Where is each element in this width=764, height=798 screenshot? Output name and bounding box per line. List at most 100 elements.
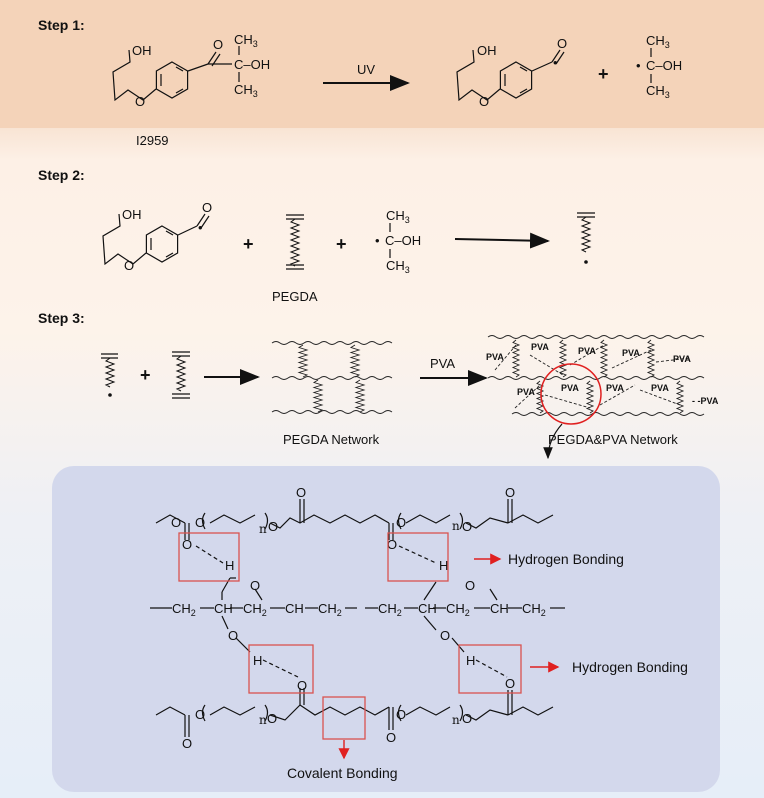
svg-text:O: O (182, 736, 192, 751)
svg-text:CH: CH (418, 601, 437, 616)
plus-sign-step1: + (598, 64, 609, 84)
svg-text:CH: CH (285, 601, 304, 616)
svg-text:O: O (268, 519, 278, 534)
h-bond-box-3 (248, 644, 314, 694)
svg-text:O: O (195, 515, 205, 530)
h-bond-box-1 (178, 532, 240, 582)
svg-text:CH2: CH2 (318, 601, 342, 618)
svg-text:PVA: PVA (622, 348, 640, 358)
svg-text:- -PVA: - -PVA (692, 396, 719, 406)
svg-text:CH2: CH2 (522, 601, 546, 618)
svg-text:PVA: PVA (486, 352, 504, 362)
svg-text:O: O (182, 537, 192, 552)
pegda-radical-product (577, 212, 595, 264)
svg-text:O: O (462, 519, 472, 534)
oh-label: OH (132, 43, 152, 58)
svg-text:PVA: PVA (578, 346, 596, 356)
svg-text:O: O (387, 537, 397, 552)
svg-text:•: • (553, 55, 558, 70)
molecular-detail (150, 499, 565, 737)
pegda-network-label: PEGDA Network (283, 432, 380, 447)
h-bond-box-2 (387, 532, 449, 582)
pegda-pva-network-label: PEGDA&PVA Network (548, 432, 678, 447)
svg-text:O: O (202, 200, 212, 215)
svg-text:O: O (296, 485, 306, 500)
svg-text:CH3: CH3 (646, 83, 670, 100)
svg-text:CH2: CH2 (172, 601, 196, 618)
svg-text:C–OH: C–OH (385, 233, 421, 248)
benzoyl-radical-reactant: OH O O • (102, 200, 212, 273)
svg-text:O: O (267, 711, 277, 726)
svg-text:O: O (557, 36, 567, 51)
svg-text:O: O (124, 258, 134, 273)
svg-text:PVA: PVA (531, 342, 549, 352)
hydrogen-bonding-label-2: Hydrogen Bonding (572, 659, 688, 675)
svg-text:O: O (396, 707, 406, 722)
uv-label: UV (357, 62, 375, 77)
i2959-name: I2959 (136, 133, 169, 148)
hydroxyisopropyl-radical: • C–OH CH3 CH3 (636, 33, 682, 100)
svg-text:O: O (386, 730, 396, 745)
hydrogen-bonding-label-1: Hydrogen Bonding (508, 551, 624, 567)
svg-text:PVA: PVA (561, 383, 579, 393)
pegda-label: PEGDA (272, 289, 318, 304)
step2-arrow (454, 232, 550, 249)
svg-text:O: O (479, 94, 489, 109)
h-bond-box-4 (458, 644, 522, 694)
svg-text:•: • (375, 233, 380, 248)
zoom-highlight-circle (540, 363, 602, 425)
svg-text:O: O (195, 707, 205, 722)
pegda-molecule-b (172, 351, 190, 399)
svg-text:CH: CH (214, 601, 233, 616)
zoom-arrow (543, 423, 563, 460)
pva-label: PVA (430, 356, 455, 371)
svg-text:H: H (466, 653, 475, 668)
svg-text:PVA: PVA (517, 387, 535, 397)
ether-o-label: O (135, 94, 145, 109)
pegda-molecule (286, 214, 304, 270)
pegda-radical-reactant-a (101, 353, 118, 397)
svg-text:•: • (198, 220, 203, 235)
svg-text:PVA: PVA (673, 354, 691, 364)
svg-text:O: O (171, 515, 181, 530)
bond-highlight-boxes (178, 532, 522, 740)
svg-text:CH2: CH2 (243, 601, 267, 618)
svg-text:H: H (225, 558, 234, 573)
step3-label: Step 3: (38, 310, 85, 326)
svg-text:CH: CH (490, 601, 509, 616)
plus-sign-step3: + (140, 365, 151, 385)
svg-text:O: O (505, 676, 515, 691)
svg-text:OH: OH (122, 207, 142, 222)
svg-text:O: O (250, 578, 260, 593)
quaternary-c-label: C–OH (234, 57, 270, 72)
svg-text:CH3: CH3 (386, 258, 410, 275)
svg-text:•: • (636, 58, 641, 73)
svg-text:n: n (259, 713, 267, 727)
svg-text:PVA: PVA (651, 383, 669, 393)
svg-text:CH3: CH3 (646, 33, 670, 50)
detail-atom-labels: O O O O H H O O O O H H O O O O O O O O … (171, 485, 546, 751)
svg-text:OH: OH (477, 43, 497, 58)
svg-text:O: O (297, 678, 307, 693)
pegda-network (271, 341, 393, 414)
svg-text:CH2: CH2 (378, 601, 402, 618)
step1-label: Step 1: (38, 17, 85, 33)
svg-text:O: O (465, 578, 475, 593)
svg-text:O: O (462, 711, 472, 726)
covalent-bonding-label: Covalent Bonding (287, 765, 398, 781)
svg-text:O: O (396, 515, 406, 530)
svg-text:O: O (228, 628, 238, 643)
svg-text:O: O (440, 628, 450, 643)
svg-text:O: O (505, 485, 515, 500)
svg-text:C–OH: C–OH (646, 58, 682, 73)
benzoyl-radical-product: OH O O • (456, 36, 567, 109)
pegda-pva-network: PVA PVA PVA PVA PVA PVA PVA PVA PVA - -P… (486, 335, 719, 425)
svg-text:PVA: PVA (606, 383, 624, 393)
svg-text:n: n (452, 519, 460, 533)
methyl-top-label: CH3 (234, 32, 258, 49)
svg-text:n: n (452, 713, 460, 727)
svg-text:CH3: CH3 (386, 208, 410, 225)
svg-text:H: H (253, 653, 262, 668)
svg-text:CH2: CH2 (446, 601, 470, 618)
covalent-bond-box (322, 696, 366, 740)
